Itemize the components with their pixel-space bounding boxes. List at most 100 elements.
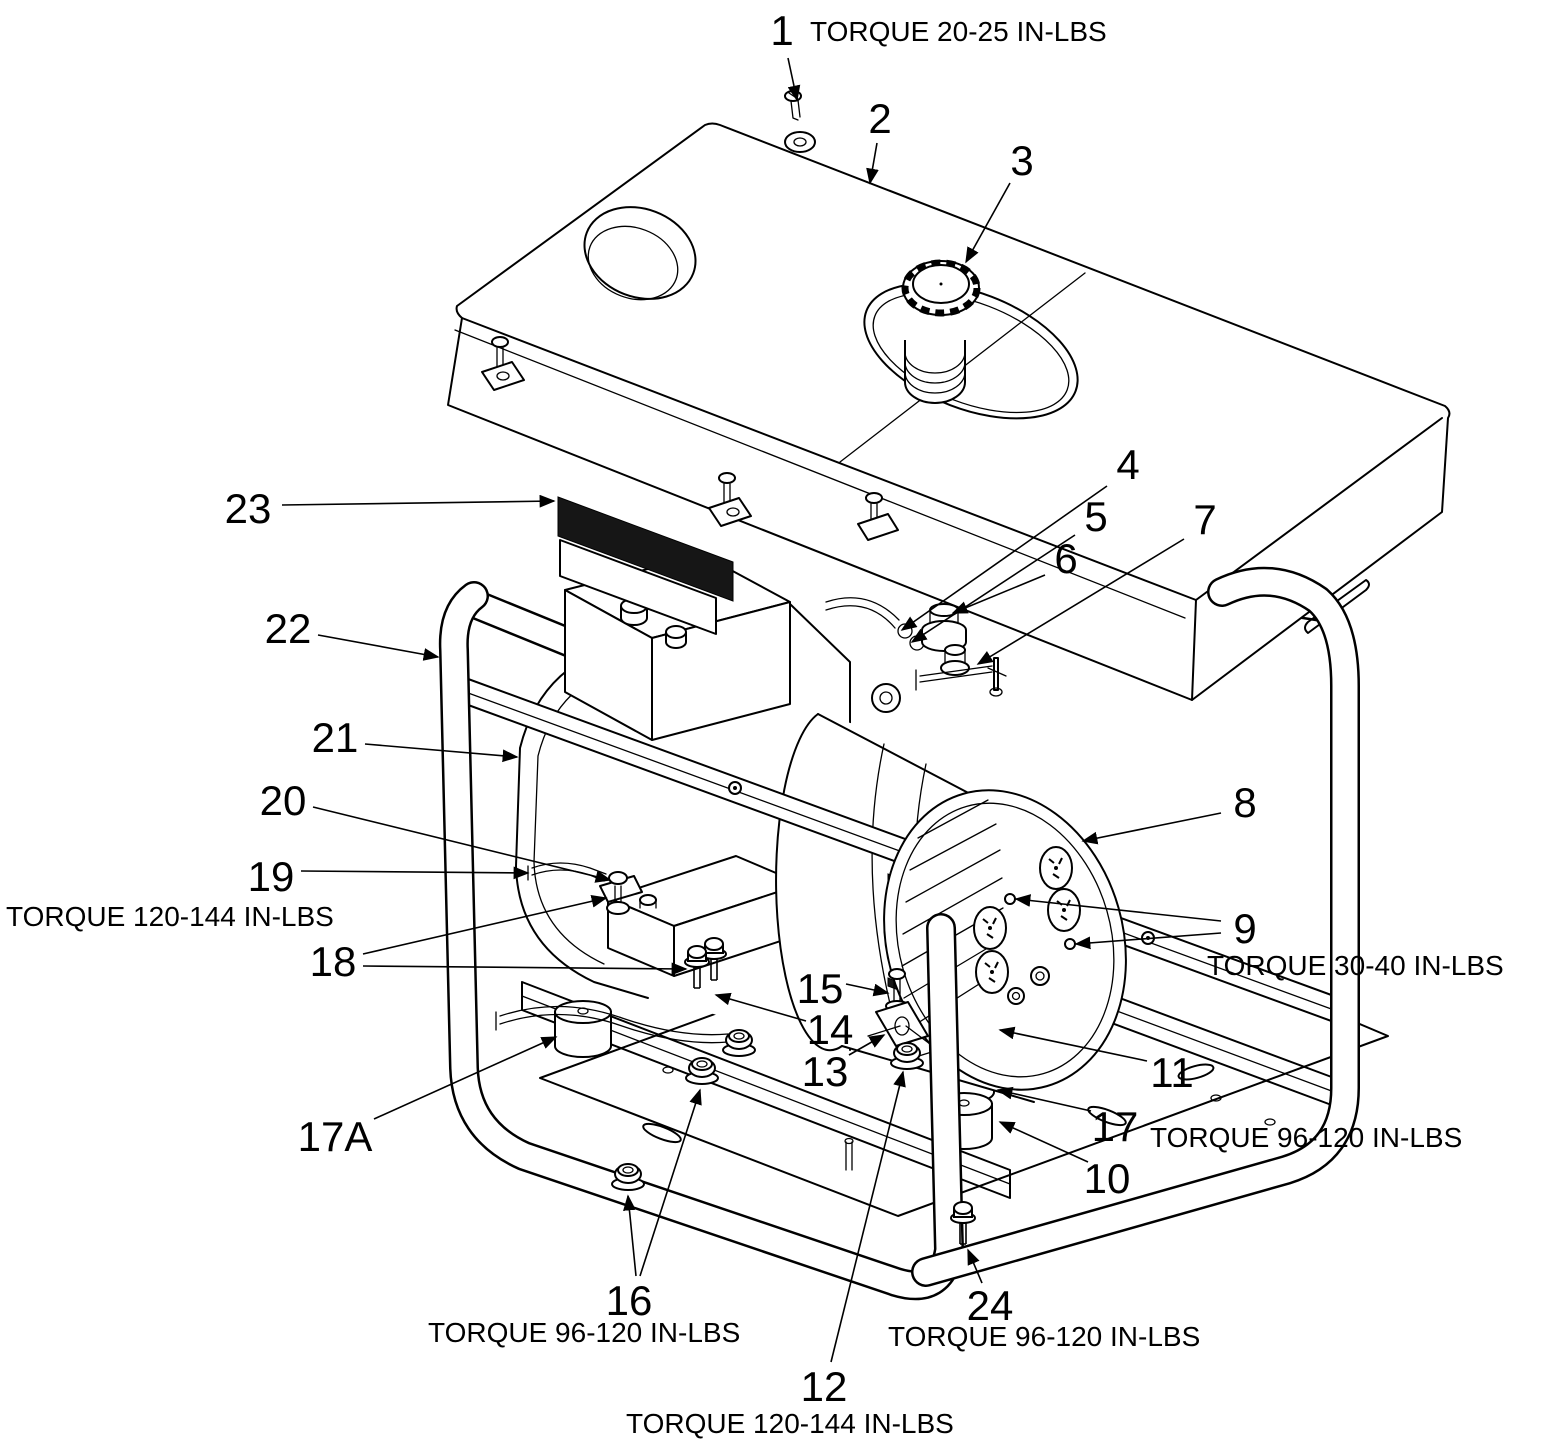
leader-line bbox=[373, 1036, 558, 1120]
cover-hole bbox=[583, 206, 697, 300]
callout-number: 18 bbox=[310, 938, 357, 985]
callout-4: 4 bbox=[900, 441, 1140, 631]
cover-screw bbox=[784, 90, 816, 153]
circuit-breaker bbox=[1007, 987, 1025, 1005]
callout-19: 19 TORQUE 120-144 IN-LBS bbox=[6, 853, 530, 932]
callout-number: 17 bbox=[1092, 1103, 1139, 1150]
circuit-breaker bbox=[1030, 966, 1050, 986]
torque-label: TORQUE 120-144 IN-LBS bbox=[626, 1408, 954, 1439]
callout-23: 23 bbox=[225, 485, 556, 532]
clamp-bracket bbox=[867, 968, 939, 1061]
callout-number: 11 bbox=[1150, 1049, 1194, 1096]
filler-neck bbox=[904, 340, 966, 404]
callout-22: 22 bbox=[265, 605, 440, 661]
leader-line bbox=[362, 962, 688, 976]
tank-mount-bracket bbox=[857, 492, 899, 541]
leader-line bbox=[1014, 894, 1222, 922]
leader-line bbox=[639, 1088, 702, 1277]
callout-number: 9 bbox=[1233, 905, 1256, 952]
leader-line bbox=[866, 142, 879, 185]
torque-label: TORQUE 96-120 IN-LBS bbox=[428, 1317, 740, 1348]
callout-number: 12 bbox=[801, 1363, 848, 1410]
fuel-line-lower bbox=[495, 945, 729, 1044]
callout-number: 10 bbox=[1084, 1155, 1131, 1202]
callout-2: 2 bbox=[866, 95, 892, 185]
leader-line bbox=[845, 983, 890, 997]
leader-line bbox=[965, 182, 1011, 264]
panel-screw bbox=[1064, 938, 1076, 950]
fuel-shutoff-valve bbox=[915, 644, 1007, 697]
callout-number: 2 bbox=[868, 95, 891, 142]
callout-number: 23 bbox=[225, 485, 272, 532]
leader-line bbox=[312, 806, 612, 883]
leader-line bbox=[300, 866, 530, 880]
callout-number: 6 bbox=[1054, 535, 1077, 582]
callout-15: 15 bbox=[797, 965, 890, 1012]
callout-number: 14 bbox=[807, 1006, 854, 1053]
torque-label: TORQUE 120-144 IN-LBS bbox=[6, 901, 334, 932]
callout-number: 21 bbox=[312, 714, 359, 761]
power-outlet bbox=[973, 906, 1007, 950]
leader-line bbox=[623, 1194, 637, 1277]
callout-20: 20 bbox=[260, 777, 612, 883]
callout-number: 20 bbox=[260, 777, 307, 824]
callout-16: 16 TORQUE 96-120 IN-LBS bbox=[428, 1088, 740, 1348]
generator-line-art bbox=[438, 90, 1451, 1301]
callout-number: 5 bbox=[1084, 493, 1107, 540]
tank-mount-bracket bbox=[708, 472, 752, 527]
leader-line bbox=[362, 894, 608, 955]
callout-number: 1 bbox=[770, 7, 793, 54]
leader-line bbox=[830, 1070, 906, 1363]
callout-number: 4 bbox=[1116, 441, 1139, 488]
callout-17: 17 TORQUE 96-120 IN-LBS bbox=[996, 1086, 1462, 1153]
hose-clamp bbox=[897, 623, 913, 639]
leader-line bbox=[317, 634, 440, 661]
power-outlet bbox=[1039, 846, 1073, 890]
callout-3: 3 bbox=[965, 137, 1034, 264]
leader-line bbox=[1074, 932, 1222, 950]
torque-label: TORQUE 20-25 IN-LBS bbox=[810, 16, 1107, 47]
callout-number: 19 bbox=[248, 853, 295, 900]
callout-number: 22 bbox=[265, 605, 312, 652]
leader-line bbox=[848, 1034, 886, 1056]
leader-line bbox=[996, 1086, 1092, 1112]
vibration-mount bbox=[554, 1000, 612, 1058]
callout-21: 21 bbox=[312, 714, 519, 763]
leader-line bbox=[364, 743, 519, 763]
callout-13: 13 bbox=[802, 1034, 886, 1095]
callout-18: 18 bbox=[310, 894, 688, 985]
callout-17a: 17A bbox=[298, 1036, 558, 1160]
tank-mount-bracket bbox=[481, 336, 525, 391]
leader-line bbox=[281, 494, 556, 508]
callout-10: 10 bbox=[998, 1121, 1131, 1202]
callout-12: 12 TORQUE 120-144 IN-LBS bbox=[626, 1070, 954, 1439]
callout-1: 1 TORQUE 20-25 IN-LBS bbox=[770, 7, 1107, 102]
leader-line bbox=[910, 534, 1076, 643]
air-cleaner-panel bbox=[557, 496, 734, 635]
callout-14: 14 bbox=[714, 992, 854, 1053]
vibration-mount-17a bbox=[554, 1000, 612, 1058]
leader-line bbox=[998, 1026, 1148, 1062]
callouts: 1 TORQUE 20-25 IN-LBS 2 3 4 5 6 7 bbox=[6, 7, 1504, 1439]
torque-label: TORQUE 96-120 IN-LBS bbox=[1150, 1122, 1462, 1153]
leader-line bbox=[1081, 812, 1222, 845]
banjo-bolt bbox=[608, 871, 628, 885]
callout-5: 5 bbox=[910, 493, 1108, 643]
flange-nut bbox=[611, 1163, 645, 1191]
leader-line bbox=[714, 992, 807, 1022]
torque-label: TORQUE 96-120 IN-LBS bbox=[888, 1321, 1200, 1352]
leader-line bbox=[967, 1248, 983, 1284]
torque-label: TORQUE 30-40 IN-LBS bbox=[1207, 950, 1504, 981]
leader-line bbox=[976, 538, 1185, 665]
callout-6: 6 bbox=[951, 535, 1078, 614]
leader-line bbox=[951, 574, 1046, 614]
fuel-tank-assembly bbox=[447, 122, 1451, 701]
frame-right-tube bbox=[911, 566, 1360, 1287]
fuel-cap bbox=[901, 259, 981, 317]
callout-number: 17A bbox=[298, 1113, 373, 1160]
flange-nut bbox=[685, 1057, 719, 1085]
callout-24: 24 TORQUE 96-120 IN-LBS bbox=[888, 1248, 1200, 1352]
callout-7: 7 bbox=[976, 496, 1217, 665]
